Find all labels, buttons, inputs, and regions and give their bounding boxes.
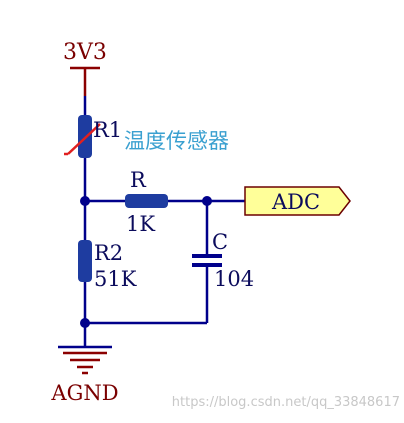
- capacitor-c[interactable]: C 104: [192, 201, 254, 323]
- junction-dot-bottom: [80, 318, 90, 328]
- r2-designator: R2: [94, 241, 123, 265]
- ground-symbol: AGND: [50, 345, 119, 405]
- adc-port-label: ADC: [271, 190, 320, 214]
- series-resistor-designator: R: [130, 168, 147, 192]
- series-resistor-body: [125, 194, 168, 208]
- adc-port[interactable]: ADC: [244, 186, 351, 216]
- r2-value: 51K: [94, 267, 137, 291]
- junction-dot-left: [80, 196, 90, 206]
- watermark: https://blog.csdn.net/qq_33848617: [172, 395, 400, 410]
- thermistor-r1[interactable]: R1 温度传感器: [64, 115, 229, 158]
- thermal-slash: [67, 123, 101, 155]
- adc-port-flag: [244, 186, 351, 216]
- resistor-r2-body: [78, 240, 92, 282]
- series-resistor-r[interactable]: R 1K: [125, 168, 168, 236]
- capacitor-value: 104: [214, 267, 254, 291]
- r1-designator: R1: [93, 118, 122, 142]
- series-resistor-value: 1K: [126, 212, 155, 236]
- supply-label: 3V3: [63, 40, 107, 65]
- capacitor-designator: C: [212, 230, 228, 254]
- ground-label: AGND: [50, 381, 118, 405]
- supply-symbol: 3V3: [63, 40, 107, 96]
- sensor-description: 温度传感器: [124, 129, 229, 153]
- resistor-r2[interactable]: R2 51K: [78, 240, 137, 291]
